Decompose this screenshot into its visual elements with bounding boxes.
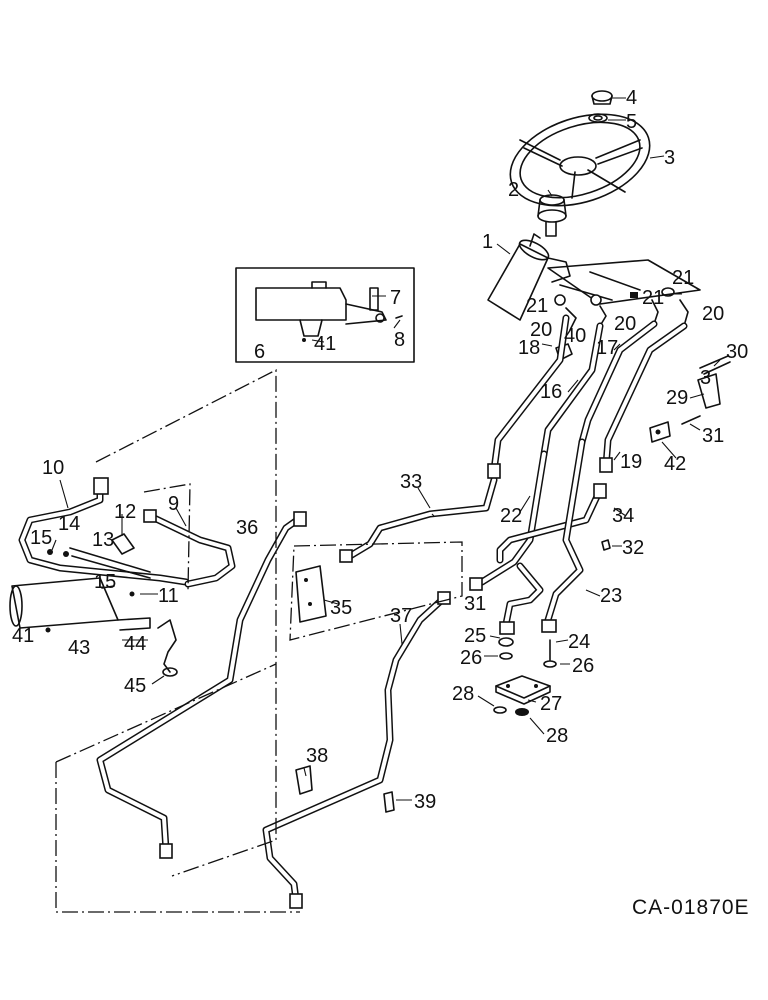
callout-10: 10 [42,457,64,479]
callout-41a: 41 [314,333,336,355]
callout-15a: 15 [30,527,52,549]
callout-23: 23 [600,585,622,607]
callout-24: 24 [568,631,590,653]
callout-15b: 15 [94,571,116,593]
callout-28b: 28 [546,725,568,747]
callout-45: 45 [124,675,146,697]
callout-41b: 41 [12,625,34,647]
horn-cap [591,90,613,105]
callout-40: 40 [564,325,586,347]
callout-38: 38 [306,745,328,767]
leader-lines [51,97,721,801]
callout-20a: 20 [530,319,552,341]
callout-37: 37 [390,605,412,627]
callout-12: 12 [114,501,136,523]
callout-28a: 28 [452,683,474,705]
figure-caption: CA-01870E [632,896,750,919]
callout-9: 9 [168,493,179,515]
callout-17: 17 [596,337,618,359]
callout-18: 18 [518,337,540,359]
callout-14: 14 [58,513,80,535]
callout-20b: 20 [614,313,636,335]
cylinder-inset [235,267,415,363]
steering-pump-unit [487,233,701,321]
callout-labels: 1 2 3 4 5 6 7 8 9 10 11 12 13 14 15 15 1… [12,87,748,813]
callout-7: 7 [390,287,401,309]
long-tubes [96,511,451,909]
callout-1: 1 [482,231,493,253]
manifold-block [493,637,557,716]
dashed-boundaries [55,368,463,913]
callout-36: 36 [236,517,258,539]
callout-26b: 26 [572,655,594,677]
bracket-assembly [601,355,731,551]
callout-20c: 20 [702,303,724,325]
callout-5: 5 [626,111,637,133]
callout-30: 30 [726,341,748,363]
wheel-nut [588,113,608,123]
callout-16: 16 [540,381,562,403]
callout-4: 4 [626,87,637,109]
callout-3: 3 [664,147,675,169]
fitting-group [554,287,689,361]
callout-11: 11 [158,585,179,607]
callout-33: 33 [400,471,422,493]
callout-21c: 21 [672,267,694,289]
callout-21b: 21 [642,287,664,309]
callout-6: 6 [254,341,265,363]
hose-lines [346,314,688,628]
callout-31a: 31 [702,425,724,447]
callout-27: 27 [540,693,562,715]
callout-19: 19 [620,451,642,473]
callout-42: 42 [664,453,686,475]
callout-32: 32 [622,537,644,559]
steering-wheel [509,113,651,207]
column-boot [537,194,567,237]
hose-nuts [339,457,613,635]
callout-43: 43 [68,637,90,659]
callout-31b: 31 [464,593,486,615]
callout-26a: 26 [460,647,482,669]
callout-2: 2 [508,179,519,201]
callout-25: 25 [464,625,486,647]
callout-13: 13 [92,529,114,551]
callout-21a: 21 [526,295,548,317]
callout-8: 8 [394,329,405,351]
callout-3b: 3 [700,367,711,389]
callout-22: 22 [500,505,522,527]
callout-29: 29 [666,387,688,409]
callout-44: 44 [124,633,146,655]
left-cylinder-assembly [9,477,236,677]
callout-39: 39 [414,791,436,813]
callout-35: 35 [330,597,352,619]
callout-34: 34 [612,505,634,527]
